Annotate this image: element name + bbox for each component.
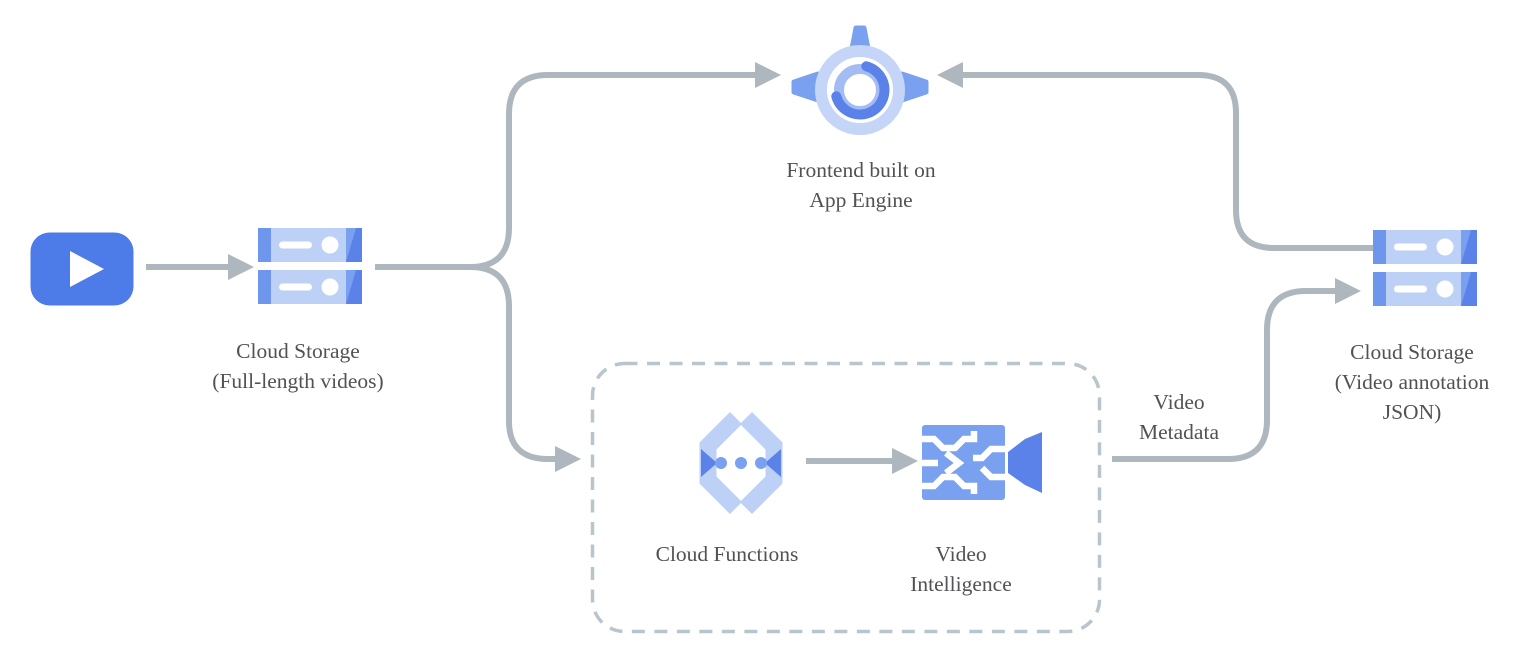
youtube-play-icon xyxy=(30,232,134,306)
label-line: Cloud Storage xyxy=(236,339,360,363)
cloud-functions-label: Cloud Functions xyxy=(656,539,799,569)
video-intelligence-label: Video Intelligence xyxy=(910,539,1011,599)
edge-storage-to-appengine xyxy=(375,72,756,270)
label-line: Intelligence xyxy=(910,572,1012,596)
label-line: App Engine xyxy=(809,188,913,212)
cloud-storage-videos-label: Cloud Storage (Full-length videos) xyxy=(212,336,383,396)
edge-videointel-to-storage-json xyxy=(1112,288,1336,462)
video-intelligence-icon xyxy=(922,425,1042,500)
edge-storage-to-functions xyxy=(469,264,556,462)
arrowhead-into-appengine-left xyxy=(755,62,781,88)
cloud-storage-annotations-label: Cloud Storage (Video annotation JSON) xyxy=(1335,337,1490,427)
label-line: JSON) xyxy=(1382,400,1442,424)
arrowhead-into-storage-json xyxy=(1335,278,1361,304)
cloud-functions-icon xyxy=(699,411,783,515)
label-line: Frontend built on xyxy=(786,158,936,182)
arrowhead-into-functions-box xyxy=(555,446,581,472)
video-metadata-edge-label: Video Metadata xyxy=(1139,387,1219,447)
label-line: (Full-length videos) xyxy=(212,369,384,393)
label-line: Video xyxy=(1153,390,1205,414)
cloud-storage-icon xyxy=(1373,230,1477,306)
arrowhead-into-storage xyxy=(228,254,254,280)
edge-storage-json-to-appengine xyxy=(963,72,1373,251)
label-line: Cloud Functions xyxy=(655,542,799,566)
label-line: Metadata xyxy=(1139,420,1219,444)
label-line: Cloud Storage xyxy=(1350,340,1474,364)
app-engine-label: Frontend built on App Engine xyxy=(786,155,935,215)
app-engine-icon xyxy=(791,25,929,135)
label-line: (Video annotation xyxy=(1334,370,1490,394)
arrowhead-into-videointel xyxy=(892,448,918,474)
arrowhead-into-appengine-right xyxy=(937,62,963,88)
processing-group-box xyxy=(590,361,1102,634)
cloud-storage-icon xyxy=(258,228,362,304)
label-line: Video xyxy=(935,542,987,566)
